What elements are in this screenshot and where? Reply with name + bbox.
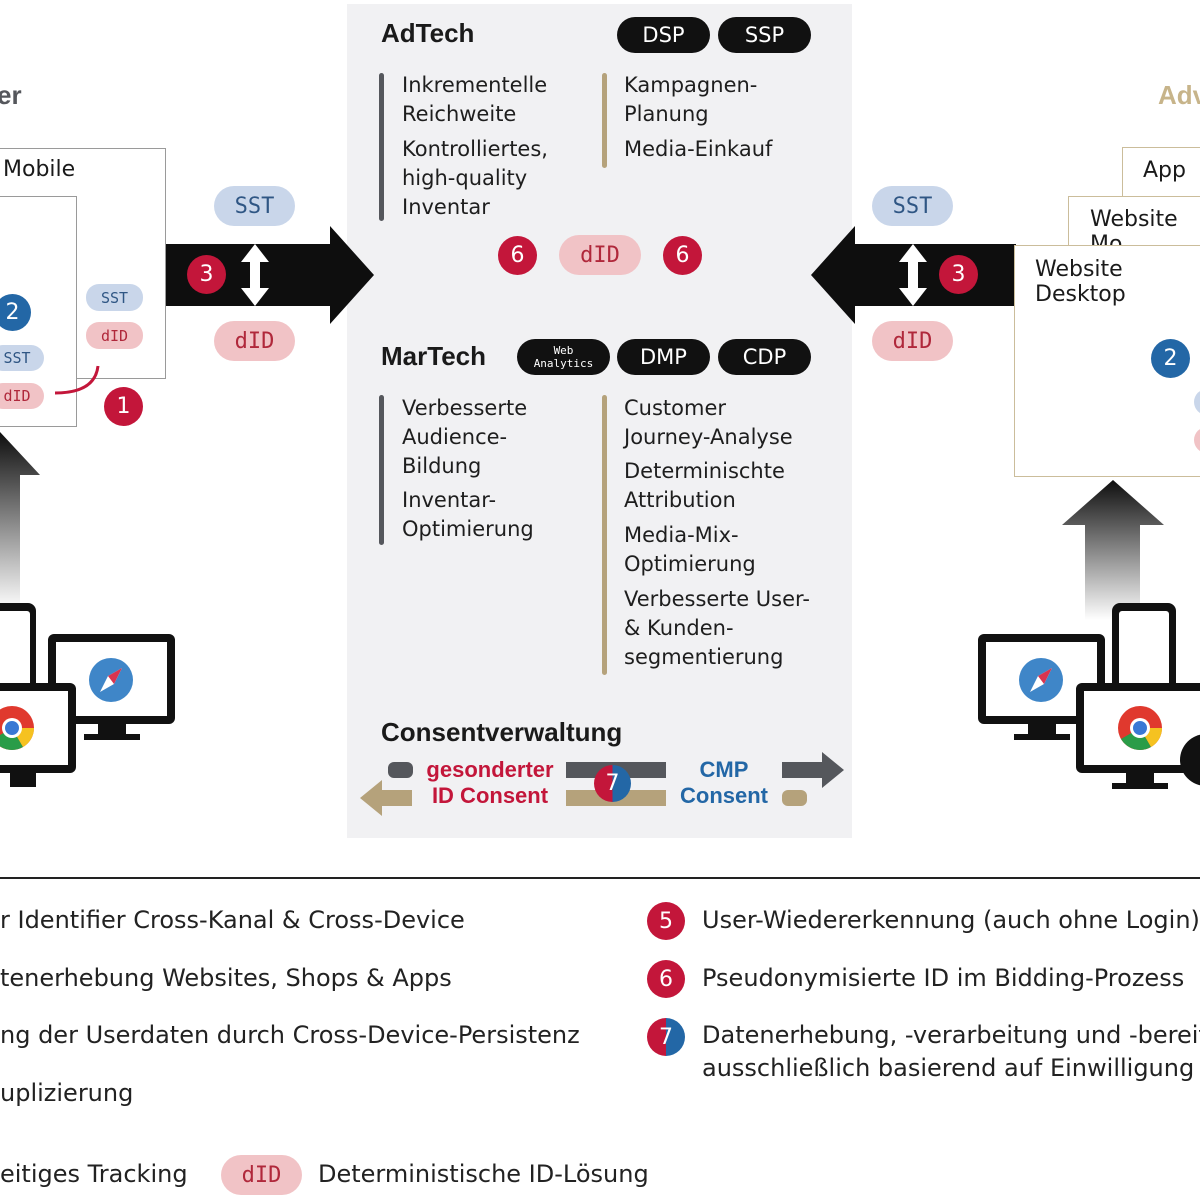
left-title-fragment: er (0, 80, 22, 110)
martech-right-item-1: Customer Journey-Analyse (624, 396, 793, 449)
tag-dmp: DMP (617, 339, 710, 375)
adtech-left-bar (379, 73, 384, 221)
adtech-right-item-2: Media-Einkauf (624, 137, 773, 161)
consent-title: Consentverwaltung (381, 717, 623, 747)
badge-6-left: 6 (498, 236, 537, 275)
tag-dsp: DSP (617, 17, 710, 53)
right-box-website-desktop-label: Website Desktop (1035, 257, 1126, 307)
legend-badge-6: 6 (647, 960, 685, 998)
legend-right-1: User-Wiedererkennung (auch ohne Login) (702, 906, 1200, 934)
right-did-edge (1194, 427, 1200, 453)
legend-left-3: ng der Userdaten durch Cross-Device-Pers… (0, 1021, 580, 1049)
legend-did-pill: dID (221, 1155, 302, 1195)
left-badge-2: 2 (0, 294, 31, 331)
martech-left-item-1: Verbesserte Audience- Bildung (402, 396, 528, 478)
right-sst-edge (1194, 389, 1200, 415)
martech-left-item-2: Inventar- Optimierung (402, 488, 534, 541)
left-arrow-did: dID (214, 321, 295, 361)
adtech-right-item-1: Kampagnen- Planung (624, 73, 758, 126)
legend-divider (0, 877, 1200, 879)
tag-cdp: CDP (718, 339, 811, 375)
martech-left-bar (379, 395, 384, 545)
legend-right-3b: ausschließlich basierend auf Einwilligun… (702, 1054, 1195, 1082)
left-badge-1: 1 (104, 387, 143, 426)
left-box-mobile-label: Mobile (3, 157, 76, 182)
right-title-fragment: Adv (1158, 80, 1200, 110)
consent-left-line2: ID Consent (431, 783, 549, 808)
martech-right-item-2: Determinischte Attribution (624, 459, 785, 512)
tag-web-analytics: Web Analytics (517, 339, 610, 375)
adtech-title: AdTech (381, 18, 475, 48)
adtech-left-item-1: Inkrementelle Reichweite (402, 73, 548, 126)
center-panel (347, 4, 852, 838)
legend-did-text: Deterministische ID-Lösung (318, 1160, 649, 1188)
legend-left-4: uplizierung (0, 1079, 134, 1107)
consent-left-line1: gesonderter (426, 757, 554, 782)
legend-right-3: Datenerhebung, -verarbeitung und -bereit… (702, 1021, 1200, 1049)
tag-web-analytics-line2: Analytics (533, 357, 594, 370)
legend-left-2: tenerhebung Websites, Shops & Apps (0, 964, 452, 992)
left-did-tiny: dID (0, 383, 44, 409)
legend-left-1: r Identifier Cross-Kanal & Cross-Device (0, 906, 465, 934)
consent-badge-7: 7 (594, 765, 631, 802)
adtech-left-item-2: Kontrolliertes, high-quality Inventar (402, 137, 548, 219)
tag-ssp: SSP (718, 17, 811, 53)
martech-right-bar (602, 395, 607, 675)
left-arrow-badge-3: 3 (187, 255, 226, 294)
adtech-right-bar (602, 73, 607, 168)
martech-right-item-4: Verbesserte User- & Kunden- segmentierun… (624, 587, 810, 669)
legend-badge-5: 5 (647, 902, 685, 940)
consent-right-line2: Consent (680, 783, 768, 808)
left-sst-tiny: SST (0, 345, 44, 371)
left-sst-small: SST (86, 284, 143, 311)
consent-left-label: gesonderter ID Consent (420, 757, 560, 809)
right-arrow-badge-3: 3 (939, 255, 978, 294)
left-arrow-sst: SST (214, 186, 295, 226)
badge-6-right: 6 (663, 236, 702, 275)
consent-right-line1: CMP (699, 757, 749, 782)
right-box-app-label: App (1143, 158, 1186, 183)
center-did-pill: dID (559, 235, 641, 275)
legend-bottom-left: eitiges Tracking (0, 1160, 188, 1188)
right-arrow-sst: SST (872, 186, 953, 226)
right-badge-2: 2 (1151, 339, 1190, 378)
legend-badge-7: 7 (647, 1018, 685, 1056)
right-arrow-did: dID (872, 321, 953, 361)
martech-right-item-3: Media-Mix- Optimierung (624, 523, 756, 576)
tag-web-analytics-line1: Web (553, 344, 574, 357)
left-did-small: dID (86, 322, 143, 349)
martech-title: MarTech (381, 341, 486, 371)
legend-right-2: Pseudonymisierte ID im Bidding-Prozess (702, 964, 1185, 992)
consent-right-label: CMP Consent (670, 757, 778, 809)
